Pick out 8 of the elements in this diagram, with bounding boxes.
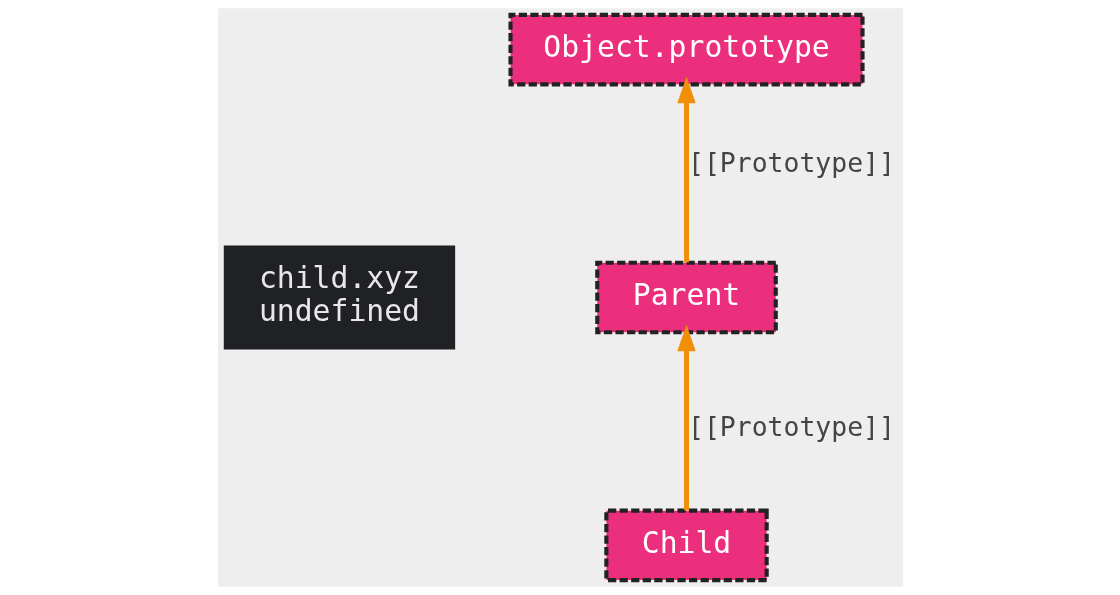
arrow [676,324,696,511]
node-box: Object.prototype [507,12,865,87]
node-box: Parent [594,260,778,335]
edge-label: [[Prototype]] [687,146,895,178]
arrow [676,76,696,263]
node-box: child.xyz undefined [223,245,455,350]
node-box: Child [603,508,769,583]
edge-label: [[Prototype]] [687,410,895,442]
